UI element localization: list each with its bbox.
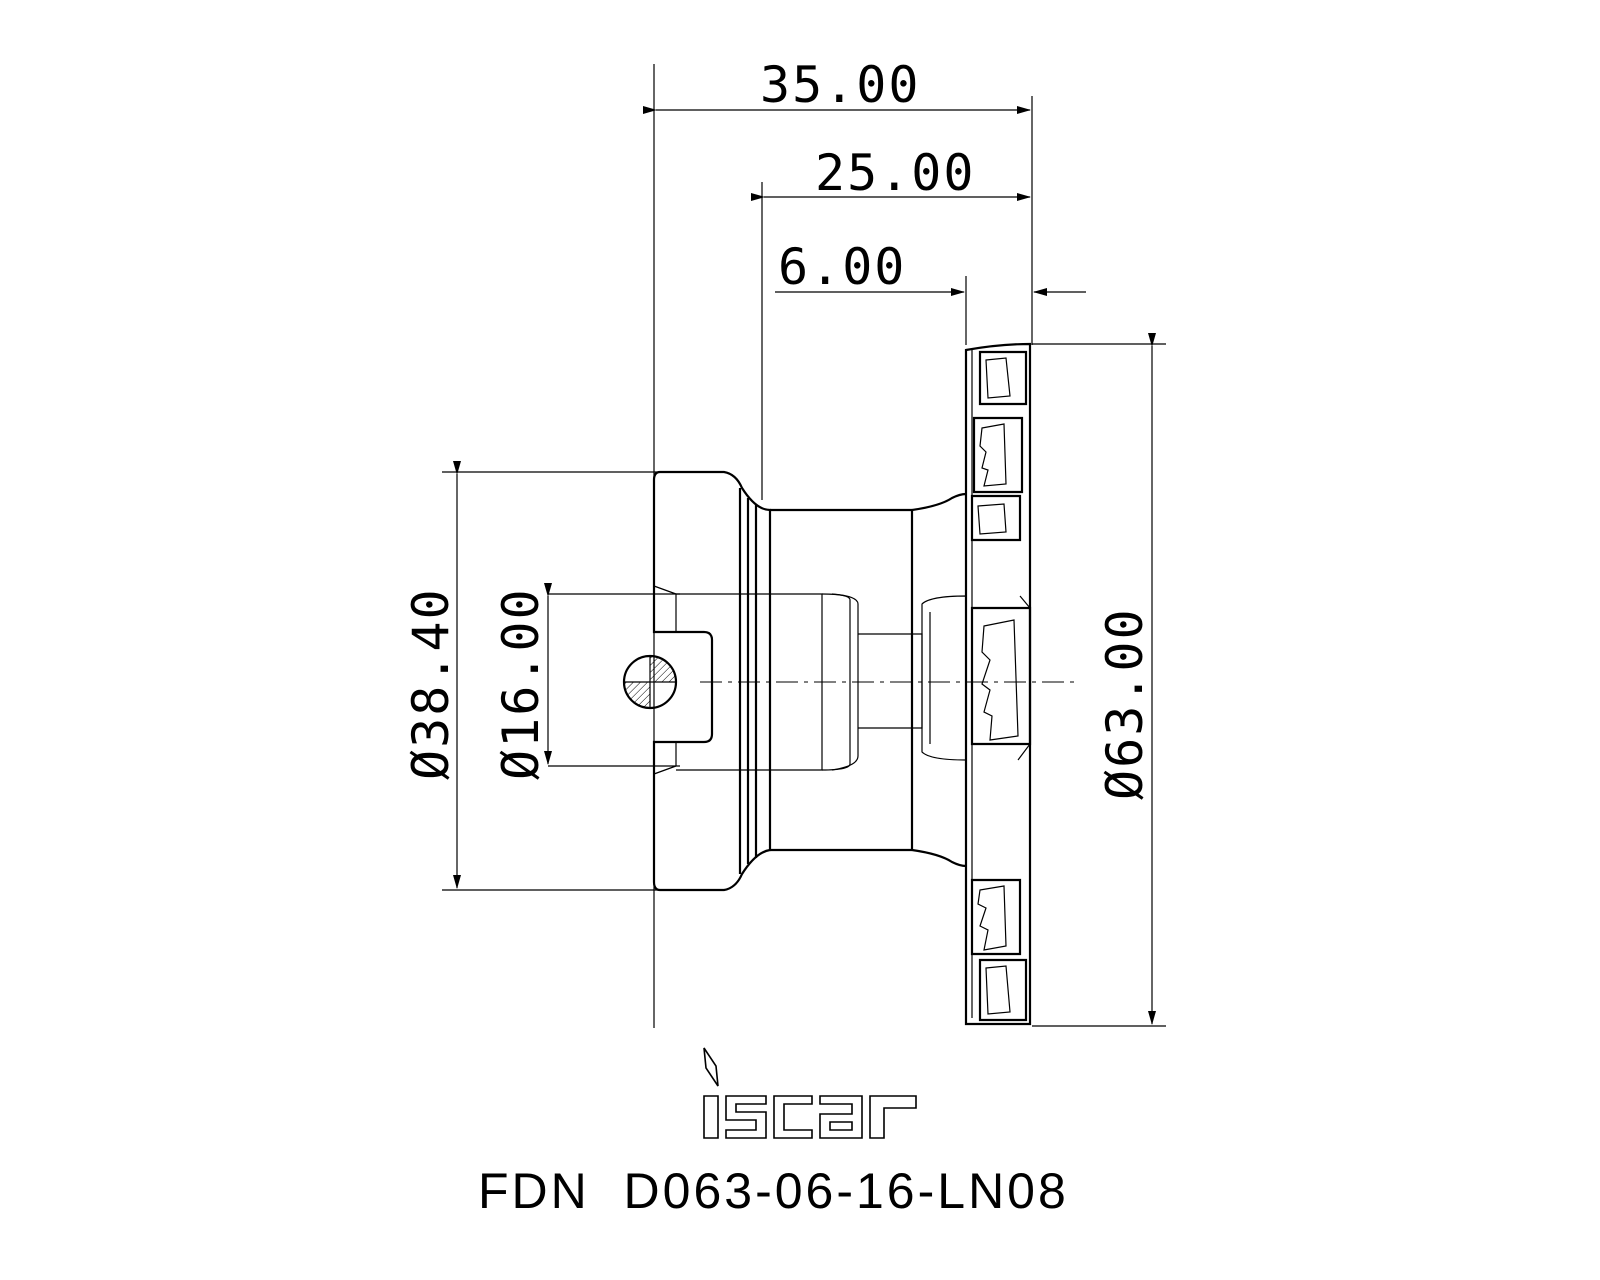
dimension-overall-length: 35.00 — [643, 56, 1033, 1028]
insert-1-body — [978, 350, 1028, 406]
insert-5-edge — [977, 885, 1007, 951]
insert-4 — [970, 595, 1032, 761]
iscar-logo: iscar — [703, 1047, 917, 1139]
dimension-flange-thickness: 6.00 — [775, 238, 1086, 345]
neck-fillet-top — [911, 492, 967, 512]
insert-6-edge — [985, 965, 1011, 1015]
logo-s — [725, 1095, 767, 1139]
insert-6 — [978, 958, 1028, 1022]
logo-a — [819, 1095, 863, 1139]
dimension-label-35: 35.00 — [760, 56, 921, 114]
insert-1 — [978, 350, 1028, 406]
insert-1-edge — [985, 357, 1011, 399]
logo-c — [773, 1095, 813, 1139]
insert-3-body — [970, 494, 1022, 542]
insert-2-edge — [979, 423, 1007, 487]
insert-3 — [970, 494, 1022, 542]
insert-5-body — [970, 878, 1022, 956]
dimension-cutting-diameter: Ø63.00 — [1032, 333, 1166, 1027]
dimension-label-63: Ø63.00 — [1096, 607, 1154, 800]
cutter-body — [622, 342, 1076, 1026]
dimension-shank-diameter: Ø38.40 — [402, 461, 676, 891]
dimension-label-25: 25.00 — [815, 144, 976, 202]
dimension-body-length: 25.00 — [751, 144, 1031, 500]
insert-3-edge — [977, 503, 1007, 535]
neck-fillet-bottom — [911, 848, 967, 868]
bore-relief-left-inner — [831, 593, 859, 771]
model-code: FDN D063-06-16-LN08 — [478, 1163, 1069, 1219]
insert-4-body — [970, 606, 1032, 746]
shank-outline — [652, 470, 772, 892]
logo-r — [869, 1095, 917, 1139]
keyway-chamfer-top — [653, 585, 677, 595]
insert-2-body — [972, 416, 1024, 494]
logo-i-dot — [703, 1047, 719, 1087]
drive-hole-hatch-1 — [650, 656, 676, 682]
bore-relief-right — [921, 595, 967, 761]
insert-4-seat-top — [1019, 595, 1031, 609]
dimension-label-16: Ø16.00 — [492, 587, 550, 780]
insert-4-seat-bottom — [1017, 743, 1031, 761]
keyway-chamfer-bottom — [653, 765, 677, 775]
drive-hole-hatch-2 — [624, 682, 650, 708]
flange-outline — [964, 342, 1032, 1026]
insert-5 — [970, 878, 1022, 956]
logo-i-stem — [703, 1095, 719, 1139]
dimension-bore-diameter: Ø16.00 — [492, 583, 680, 780]
insert-2 — [972, 416, 1024, 494]
dimension-label-38: Ø38.40 — [402, 587, 460, 780]
insert-4-edge — [981, 619, 1019, 741]
insert-6-body — [978, 958, 1028, 1022]
dimension-label-6: 6.00 — [778, 238, 906, 296]
